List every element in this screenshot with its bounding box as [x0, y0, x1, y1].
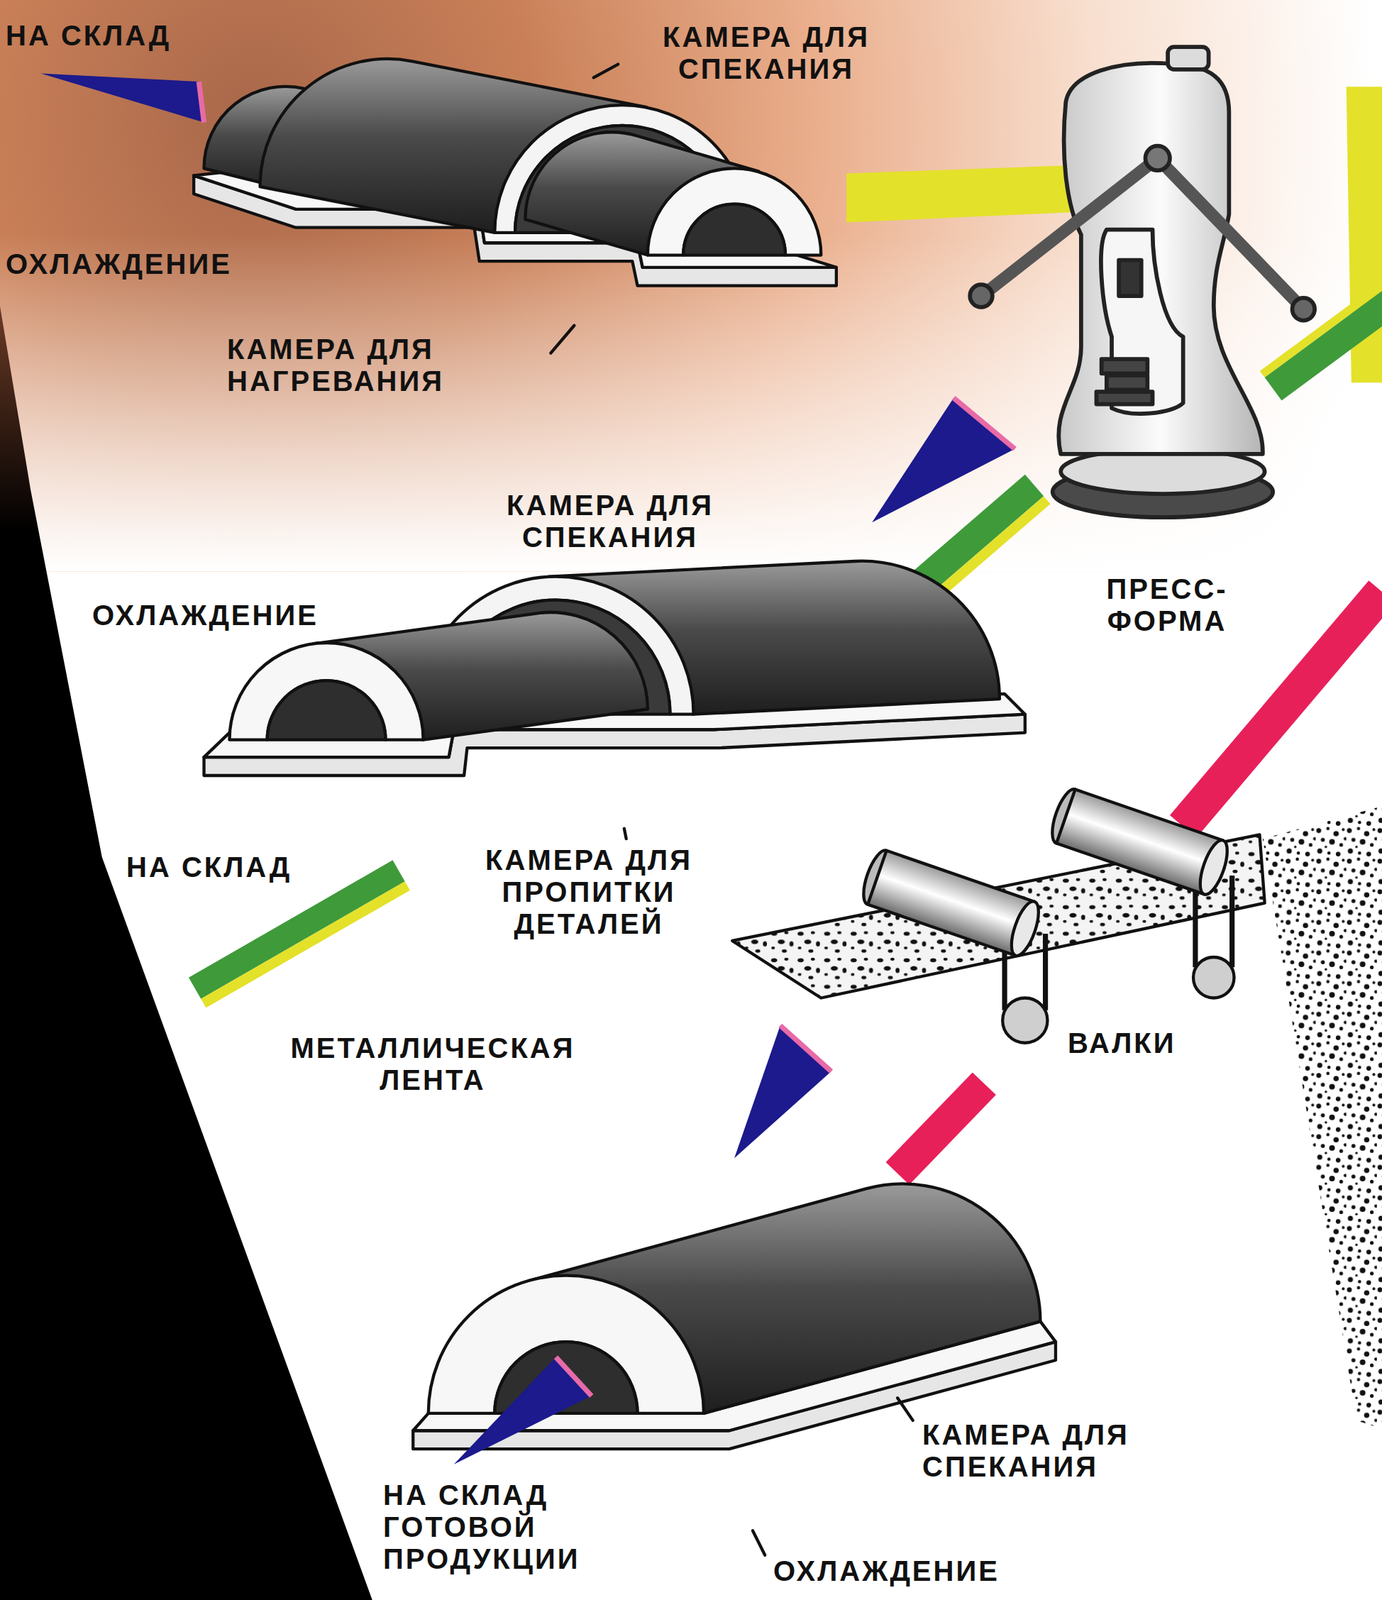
- part-label: НА СКЛАД: [126, 851, 292, 884]
- press-cavity: [1101, 229, 1184, 415]
- leader-line: [593, 64, 619, 79]
- chamber-face: [647, 168, 821, 255]
- part-label: ОХЛАЖДЕНИЕ: [92, 599, 319, 632]
- roller-wheel: [1002, 997, 1048, 1043]
- roller: [867, 850, 1035, 956]
- press-handle: [1157, 158, 1301, 307]
- top-furnace: [193, 58, 837, 286]
- chamber-opening: [267, 680, 386, 740]
- leader-line: [624, 828, 627, 839]
- roller: [1194, 837, 1234, 899]
- blue-wedge: [871, 397, 1015, 523]
- warm-ground: [0, 0, 1382, 572]
- wedge-edge: [780, 1025, 832, 1072]
- leader-line: [550, 325, 574, 354]
- die: [1096, 391, 1153, 404]
- roller: [1005, 898, 1045, 960]
- punch: [1118, 260, 1142, 296]
- middle-furnace: [204, 561, 1026, 776]
- press: [969, 46, 1315, 518]
- blue-wedge: [454, 1357, 592, 1465]
- die: [1101, 358, 1148, 374]
- rolling-mill: [732, 786, 1265, 1043]
- wedge-edge: [556, 1357, 592, 1397]
- magenta-band: [886, 1071, 997, 1185]
- yellow-band: [846, 165, 1071, 223]
- leader-line: [752, 1530, 765, 1556]
- blue-wedge: [41, 73, 205, 123]
- black-wedge: [0, 305, 373, 1600]
- part-label: НА СКЛАД ГОТОВОЙ ПРОДУКЦИИ: [383, 1479, 625, 1575]
- part-label: КАМЕРА ДЛЯ СПЕКАНИЯ: [922, 1418, 1207, 1483]
- ground-fade: [0, 0, 1382, 572]
- roller-wheel: [1193, 957, 1235, 999]
- part-label: НА СКЛАД: [5, 19, 171, 52]
- die: [1106, 375, 1148, 390]
- yellow-band: [200, 881, 411, 1008]
- part-label: КАМЕРА ДЛЯ НАГРЕВАНИЯ: [227, 333, 525, 398]
- roller: [1056, 789, 1224, 895]
- part-label: КАМЕРА ДЛЯ ПРОПИТКИ ДЕТАЛЕЙ: [439, 844, 738, 940]
- green-band: [1264, 279, 1382, 401]
- blue-wedge: [734, 1025, 832, 1158]
- press-cap: [1167, 46, 1209, 70]
- part-label: КАМЕРА ДЛЯ СПЕКАНИЯ: [627, 21, 905, 86]
- powder-texture: [1262, 805, 1382, 1429]
- wedge-edge: [198, 81, 204, 123]
- leader-ticks: [550, 64, 913, 1556]
- wedge-edge: [953, 397, 1015, 450]
- green-band: [913, 474, 1044, 594]
- press-handle: [984, 158, 1158, 294]
- direction-wedges: [41, 73, 1016, 1465]
- press-body: [1058, 63, 1263, 455]
- handle-ball: [1291, 297, 1315, 321]
- handle-ball: [969, 284, 993, 308]
- part-label: МЕТАЛЛИЧЕСКАЯ ЛЕНТА: [248, 1032, 618, 1097]
- chamber-face: [229, 642, 423, 740]
- part-label: ВАЛКИ: [1067, 1027, 1177, 1060]
- part-label: КАМЕРА ДЛЯ СПЕКАНИЯ: [439, 489, 781, 554]
- part-label: ОХЛАЖДЕНИЕ: [773, 1555, 1000, 1588]
- part-label: ОХЛАЖДЕНИЕ: [5, 248, 232, 281]
- leader-line: [897, 1397, 914, 1421]
- part-label: ПРЕСС-ФОРМА: [1074, 573, 1260, 638]
- yellow-band: [931, 495, 1050, 601]
- chamber-opening: [683, 204, 786, 256]
- handle-hub: [1145, 146, 1170, 171]
